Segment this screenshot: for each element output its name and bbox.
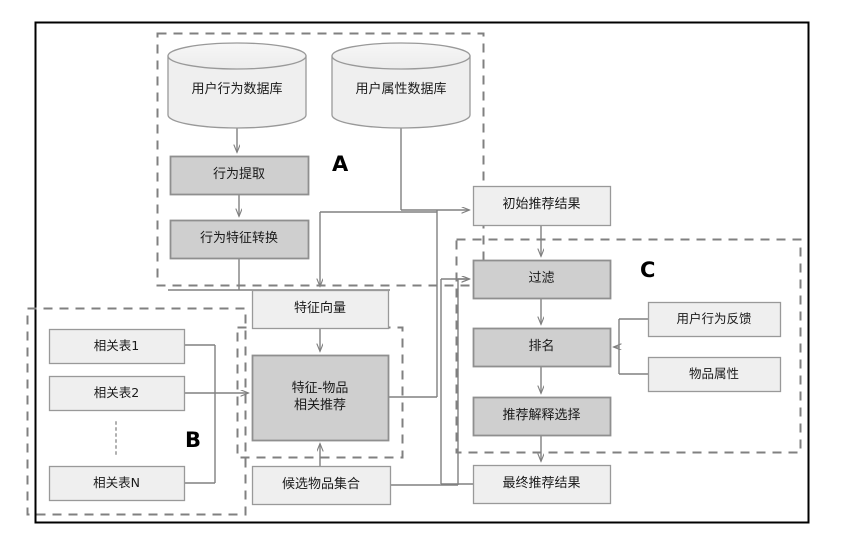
feature-vector-box[interactable] [251, 289, 390, 330]
recommendation-explanation-selection-box[interactable] [472, 396, 612, 437]
edges-layer [168, 128, 648, 486]
nodes-layer [48, 42, 782, 506]
group-box-C [455, 238, 802, 454]
feature-item-recommendation-box[interactable] [251, 354, 390, 442]
relation-table-1-box[interactable] [48, 328, 186, 365]
behavior-feature-transform-box[interactable] [169, 219, 310, 260]
candidate-item-set-box[interactable] [251, 465, 392, 506]
filter-step-box[interactable] [472, 259, 612, 300]
initial-recommendation-result-box[interactable] [472, 185, 612, 227]
relation-table-2-box[interactable] [48, 375, 186, 412]
final-recommendation-result-box[interactable] [472, 464, 612, 505]
group-label-B: B [185, 428, 202, 452]
relation-table-n-box[interactable] [48, 465, 186, 502]
behavior-extraction-box[interactable] [169, 155, 310, 196]
group-label-A: A [332, 152, 349, 176]
user-behavior-feedback-box[interactable] [647, 301, 782, 338]
user-behavior-database-top [167, 42, 307, 70]
group-label-C: C [640, 258, 656, 282]
user-attribute-database-top [331, 42, 471, 70]
ranking-step-box[interactable] [472, 327, 612, 368]
user-behavior-database-body [167, 55, 307, 129]
item-attribute-box[interactable] [647, 356, 782, 393]
group-box-B [26, 307, 247, 516]
user-attribute-database-body [331, 55, 471, 129]
